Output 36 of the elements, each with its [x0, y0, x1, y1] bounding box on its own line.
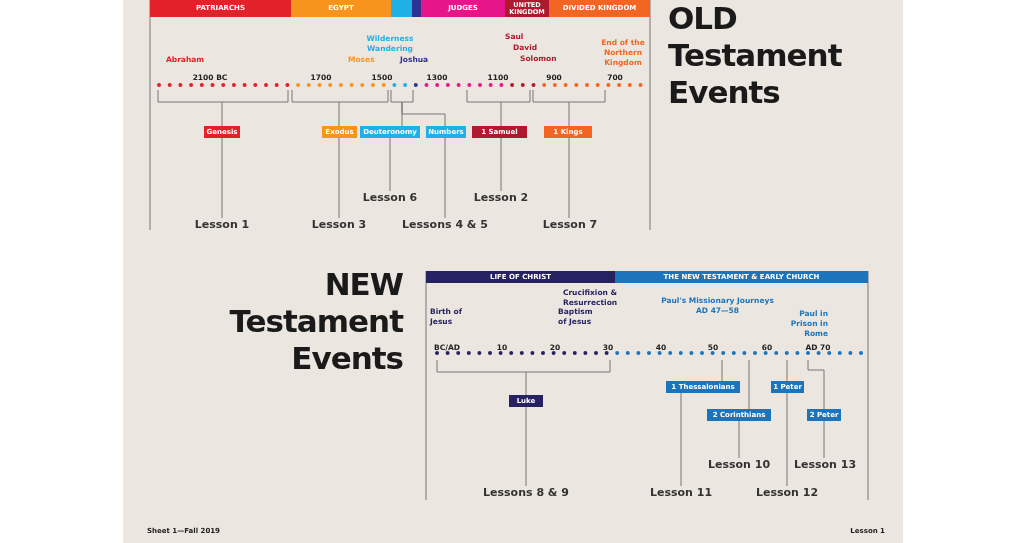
period-band — [412, 0, 421, 17]
lesson-label: Lesson 10 — [706, 458, 772, 472]
connector-line — [444, 137, 446, 219]
connector-line — [786, 392, 788, 487]
lesson-label: Lesson 6 — [360, 191, 420, 205]
connector-line — [823, 420, 825, 459]
lesson-label: Lesson 13 — [792, 458, 858, 472]
connector-line — [568, 101, 570, 127]
connector-line — [500, 137, 502, 192]
connector-line — [786, 359, 788, 382]
lesson-label: Lesson 12 — [754, 486, 820, 500]
connector-line — [338, 137, 340, 219]
connector-line — [338, 101, 340, 127]
connector-line — [525, 406, 527, 487]
lesson-label: Lessons 8 & 9 — [480, 486, 572, 500]
lesson-label: Lesson 7 — [540, 218, 600, 232]
connector-line — [680, 392, 682, 487]
connector-line — [401, 101, 446, 127]
lesson-label: Lesson 3 — [309, 218, 369, 232]
lesson-label: Lesson 11 — [648, 486, 714, 500]
connector-line — [525, 371, 527, 396]
period-band — [391, 0, 412, 17]
section-title: OLD Testament Events — [668, 0, 843, 112]
lesson-label: Lesson 1 — [192, 218, 252, 232]
connector-line — [807, 359, 825, 410]
connector-line — [389, 137, 391, 192]
connector-line — [500, 101, 502, 127]
connector-line — [568, 137, 570, 219]
connector-line — [748, 359, 750, 410]
connector-line — [738, 420, 740, 459]
connector-line — [221, 101, 223, 127]
connector-line — [221, 137, 223, 219]
lesson-label: Lessons 4 & 5 — [402, 218, 488, 232]
lesson-label: Lesson 2 — [470, 191, 532, 205]
section-title: NEW Testament Events — [228, 266, 403, 378]
connector-line — [721, 359, 723, 382]
